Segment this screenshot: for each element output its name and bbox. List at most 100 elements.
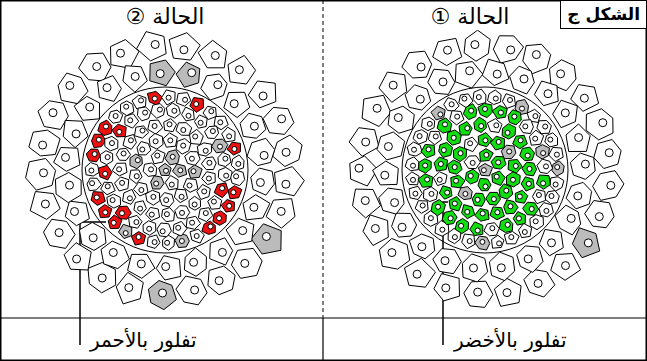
cell bbox=[175, 234, 189, 248]
cell bbox=[226, 218, 254, 244]
cell-nucleus bbox=[512, 114, 517, 119]
cell bbox=[151, 176, 164, 189]
cell bbox=[201, 157, 216, 170]
cell bbox=[162, 208, 175, 222]
cell bbox=[129, 170, 142, 184]
cell bbox=[472, 193, 485, 206]
cell-nucleus bbox=[140, 147, 145, 152]
cell-nucleus bbox=[517, 194, 522, 199]
cell-nucleus bbox=[181, 143, 186, 148]
cell-nucleus bbox=[441, 148, 446, 153]
cell bbox=[123, 135, 136, 150]
cell-nucleus bbox=[438, 162, 443, 167]
cell-nucleus bbox=[94, 195, 99, 200]
cell-nucleus bbox=[520, 75, 528, 83]
cell bbox=[130, 154, 142, 169]
cell bbox=[174, 189, 187, 202]
cell bbox=[248, 81, 276, 108]
cell-nucleus bbox=[223, 156, 228, 161]
cell bbox=[409, 234, 434, 259]
cell bbox=[482, 59, 509, 85]
cell-nucleus bbox=[191, 169, 196, 174]
cell bbox=[458, 187, 472, 200]
cell bbox=[415, 201, 428, 214]
cell bbox=[478, 178, 491, 190]
cell-nucleus bbox=[282, 148, 290, 156]
cell-nucleus bbox=[209, 109, 214, 114]
cell-nucleus bbox=[189, 156, 194, 161]
cell bbox=[197, 184, 211, 199]
cell-nucleus bbox=[125, 284, 133, 292]
cell-nucleus bbox=[256, 179, 264, 187]
cell-nucleus bbox=[149, 212, 154, 217]
figure-tag-box: الشكل ج bbox=[560, 0, 647, 29]
cell bbox=[413, 130, 428, 144]
cell-nucleus bbox=[227, 203, 232, 208]
cell bbox=[537, 159, 553, 173]
cell-nucleus bbox=[92, 152, 97, 157]
cell bbox=[492, 106, 507, 119]
cell-nucleus bbox=[208, 224, 213, 229]
cell-nucleus bbox=[103, 210, 108, 215]
cell bbox=[594, 140, 621, 169]
cell bbox=[251, 224, 281, 254]
cell-nucleus bbox=[178, 168, 183, 173]
cell bbox=[493, 36, 523, 63]
cell bbox=[545, 191, 560, 204]
cell bbox=[186, 216, 200, 229]
cell bbox=[490, 136, 504, 150]
cell-nucleus bbox=[117, 167, 122, 172]
cell-nucleus bbox=[164, 198, 169, 203]
cell-nucleus bbox=[428, 216, 433, 221]
cell-nucleus bbox=[220, 186, 225, 191]
cell bbox=[190, 229, 204, 243]
cell bbox=[464, 30, 490, 61]
cell-nucleus bbox=[203, 211, 208, 216]
cell bbox=[165, 150, 179, 165]
cell bbox=[115, 177, 129, 191]
cell-nucleus bbox=[282, 180, 290, 188]
cell bbox=[129, 215, 143, 228]
cell-nucleus bbox=[533, 136, 538, 141]
cell-nucleus bbox=[113, 114, 118, 119]
islet-border bbox=[82, 87, 248, 253]
cell-nucleus bbox=[194, 234, 199, 239]
cell bbox=[240, 113, 266, 138]
cell-nucleus bbox=[476, 95, 481, 100]
cell-nucleus bbox=[191, 286, 199, 294]
cell bbox=[208, 196, 222, 210]
cell bbox=[198, 40, 227, 68]
cell bbox=[185, 152, 200, 166]
cell bbox=[536, 145, 550, 159]
islet-group bbox=[26, 32, 305, 310]
cell bbox=[251, 168, 274, 195]
cell-nucleus bbox=[164, 212, 169, 217]
cell-nucleus bbox=[420, 203, 425, 208]
cell-nucleus bbox=[575, 134, 583, 142]
cell bbox=[513, 135, 528, 149]
cell-nucleus bbox=[128, 118, 133, 123]
cell bbox=[433, 249, 462, 274]
cell-nucleus bbox=[188, 69, 196, 77]
cell bbox=[228, 55, 256, 84]
cell-nucleus bbox=[73, 255, 81, 263]
cell bbox=[353, 189, 381, 218]
cell-nucleus bbox=[536, 193, 541, 198]
cell-nucleus bbox=[507, 46, 515, 54]
cell bbox=[437, 118, 452, 133]
cell bbox=[539, 229, 563, 255]
cell-nucleus bbox=[389, 81, 397, 89]
cell-nucleus bbox=[458, 151, 463, 156]
cell bbox=[175, 206, 190, 219]
cell-nucleus bbox=[524, 255, 532, 263]
cell bbox=[188, 165, 202, 178]
cell bbox=[148, 281, 176, 310]
cell bbox=[135, 126, 149, 138]
cell bbox=[517, 246, 543, 273]
cell bbox=[484, 223, 499, 236]
cell-nucleus bbox=[412, 147, 417, 152]
cell-nucleus bbox=[89, 234, 97, 242]
cell-nucleus bbox=[518, 138, 523, 143]
cell bbox=[146, 207, 160, 220]
cell bbox=[513, 212, 525, 226]
